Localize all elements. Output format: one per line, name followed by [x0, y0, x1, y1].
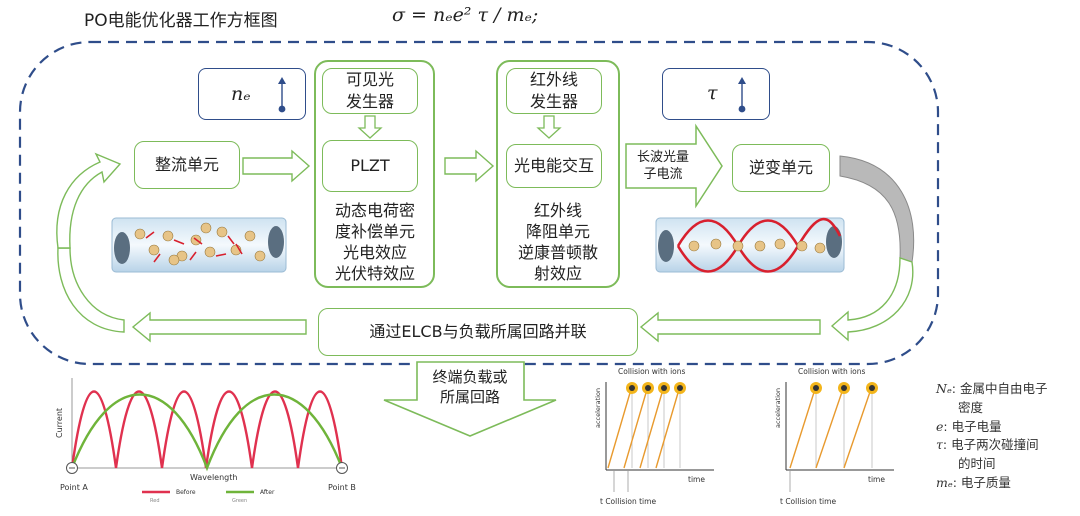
tau-symbol: τ: [707, 82, 718, 104]
legend-item: mₑ: 电子质量: [936, 474, 1076, 493]
legend-text: 密度: [958, 399, 984, 415]
collision-1-title: Collision with ions: [618, 367, 686, 376]
arc-right-bottom: [830, 257, 914, 342]
plzt-effect-line: 动态电荷密: [334, 201, 415, 220]
point-a-label: Point A: [60, 483, 88, 492]
output-label: 终端负载或 所属回路: [414, 368, 526, 407]
visible-light-generator: 可见光 发生器: [322, 68, 418, 114]
visible-light-label-2: 发生器: [345, 92, 394, 111]
ir-gen-label-1: 红外线: [529, 70, 578, 90]
visible-light-label-1: 可见光: [345, 70, 394, 90]
legend-text: 金属中自由电子: [959, 381, 1048, 396]
conductor-after-illustration: [655, 217, 845, 273]
page-title: PO电能优化器工作方框图: [84, 11, 278, 31]
plzt-effect-line: 光电效应: [342, 243, 407, 263]
collision-1-x-label: time: [688, 475, 705, 484]
output-label-1: 终端负载或: [432, 368, 508, 386]
plzt-box: PLZT: [322, 140, 418, 192]
ir-effect-line: 逆康普顿散: [517, 243, 598, 263]
legend-symbol: Nₑ: [936, 381, 952, 396]
legend-sep: :: [942, 437, 948, 453]
collision-time-box: τ: [662, 68, 770, 120]
collision-2-x-label: time: [868, 475, 885, 484]
longwave-label-1: 长波光量: [636, 150, 689, 165]
legend-item: τ: 电子两次碰撞间: [936, 436, 1076, 455]
collision-1-y-label: acceleration: [594, 388, 602, 428]
legend-symbol: mₑ: [936, 474, 953, 490]
ir-effect-line: 降阻单元: [525, 222, 590, 242]
collision-2-y-label: acceleration: [774, 388, 782, 428]
legend-after-sub: Green: [232, 498, 247, 504]
collision-chart-1: Collision with ions acceleration time t …: [594, 367, 714, 506]
legend-item: e: 电子电量: [936, 418, 1076, 437]
collision-2-bottom-label: t Collision time: [780, 497, 836, 506]
legend-after: After: [260, 489, 275, 496]
arrow-bottom-left: [131, 311, 307, 343]
legend-text: 电子两次碰撞间: [951, 437, 1039, 453]
legend-sep: :: [943, 418, 948, 434]
arrow-rectifier-to-plzt: [242, 149, 311, 183]
symbol-legend: Nₑ: 金属中自由电子 密度 e: 电子电量 τ: 电子两次碰撞间 的时间 mₑ…: [936, 380, 1076, 493]
wave-x-label: Wavelength: [190, 473, 237, 482]
point-b-label: Point B: [328, 483, 356, 492]
legend-item: 的时间: [936, 455, 1076, 474]
ir-effect-line: 射效应: [533, 264, 582, 284]
arrow-longwave: [625, 123, 723, 209]
legend-item: Nₑ: 金属中自由电子: [936, 380, 1076, 399]
ir-generator: 红外线 发生器: [506, 68, 602, 114]
plzt-frame: [314, 60, 435, 288]
legend-text: 电子电量: [951, 418, 1002, 434]
ne-symbol: nₑ: [231, 83, 251, 105]
ir-frame: [496, 60, 620, 288]
longwave-label-2: 子电流: [643, 166, 683, 182]
elcb-parallel-bar: 通过ELCB与负载所属回路并联: [318, 308, 638, 356]
inverter-unit: 逆变单元: [732, 144, 830, 192]
arrow-plzt-to-ir: [444, 149, 495, 183]
arrow-ir-to-interaction: [536, 115, 562, 139]
arrow-bottom-right: [639, 311, 821, 343]
ir-effect-line: 红外线: [533, 201, 582, 220]
rectifier-unit: 整流单元: [134, 141, 240, 189]
wave-y-label: Current: [55, 408, 64, 438]
electron-density-box: nₑ: [198, 68, 306, 120]
legend-symbol: e: [936, 418, 944, 434]
legend-symbol: τ: [936, 437, 943, 453]
legend-before-sub: Red: [150, 498, 160, 504]
legend-sep: :: [951, 381, 956, 396]
wave-before-series: [70, 390, 344, 469]
ir-effects: 红外线 降阻单元 逆康普顿散 射效应: [498, 200, 618, 284]
legend-sep: :: [952, 474, 957, 490]
conductivity-formula: σ = nₑe² τ / mₑ;: [392, 4, 539, 26]
legend-item: 密度: [936, 399, 1076, 418]
arrow-visible-to-plzt: [357, 115, 383, 139]
legend-before: Before: [176, 489, 196, 496]
photoelectric-interaction-box: 光电能交互: [506, 144, 602, 188]
plzt-effect-line: 度补偿单元: [334, 222, 415, 242]
wave-chart: Current Wavelength Point A Point B Befor…: [55, 378, 356, 504]
up-arrow-icon: [738, 77, 746, 113]
ir-gen-label-2: 发生器: [529, 92, 578, 111]
collision-2-title: Collision with ions: [798, 367, 866, 376]
collision-chart-2: Collision with ions acceleration time t …: [774, 367, 894, 506]
up-arrow-icon: [278, 77, 286, 113]
legend-text: 电子质量: [960, 474, 1011, 490]
plzt-effect-line: 光伏特效应: [334, 264, 415, 284]
longwave-label: 长波光量 子电流: [628, 150, 698, 184]
output-label-2: 所属回路: [439, 387, 500, 406]
legend-text: 的时间: [958, 456, 996, 471]
wave-after-series: [70, 393, 344, 472]
output-arrow: [383, 361, 557, 437]
arc-left-top: [56, 152, 122, 249]
conductor-before-illustration: [111, 217, 287, 273]
arc-inverter-return: [839, 155, 915, 263]
collision-1-bottom-label: t Collision time: [600, 497, 656, 506]
plzt-effects: 动态电荷密 度补偿单元 光电效应 光伏特效应: [316, 200, 434, 284]
